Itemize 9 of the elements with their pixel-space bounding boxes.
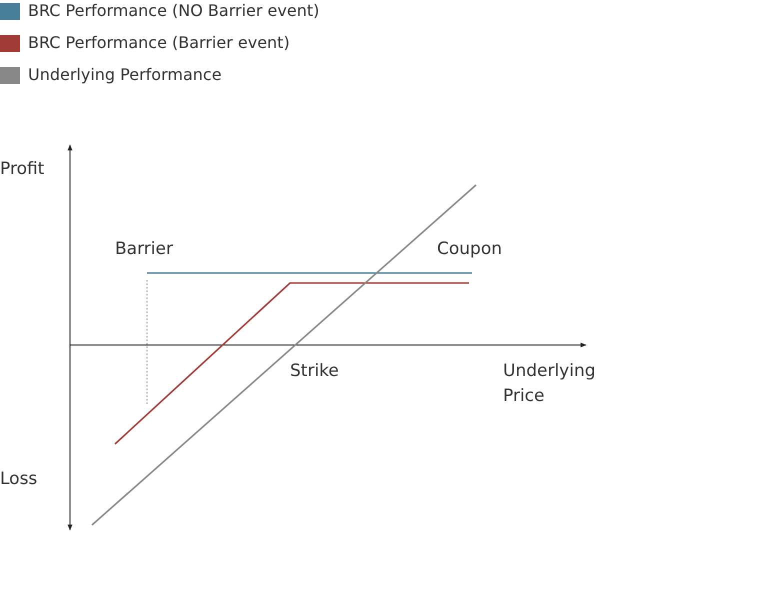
legend-label: BRC Performance (NO Barrier event): [28, 1, 320, 21]
strike-label: Strike: [290, 360, 339, 383]
legend-label: BRC Performance (Barrier event): [28, 33, 290, 53]
axis-label: Profit: [0, 158, 44, 181]
axis-label: Loss: [0, 468, 38, 491]
barrier-label: Barrier: [115, 238, 173, 261]
legend-label: Underlying Performance: [28, 65, 222, 85]
axis-label: Underlying Price: [503, 360, 597, 408]
coupon-label: Coupon: [437, 238, 502, 261]
